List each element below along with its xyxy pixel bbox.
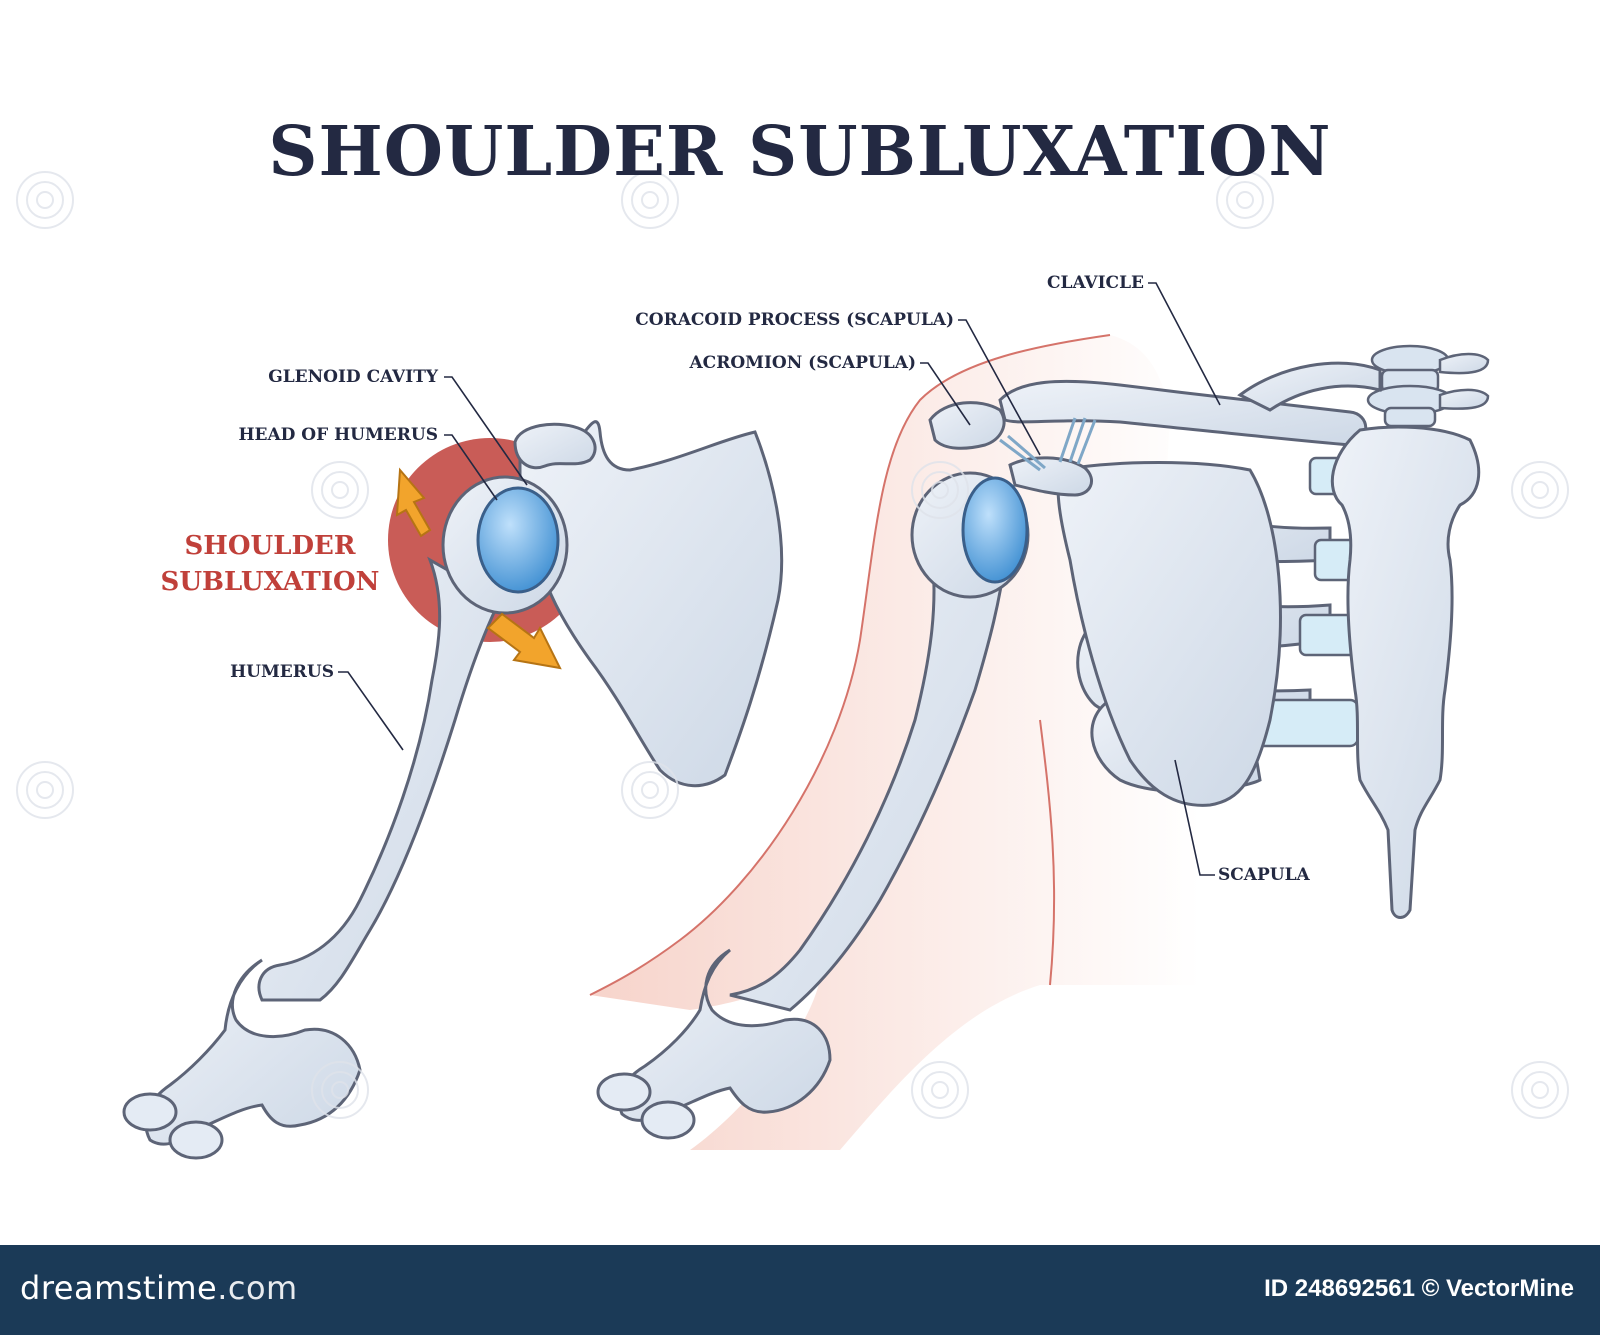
dreamstime-swirl-icon xyxy=(1511,1061,1569,1119)
dreamstime-swirl-icon xyxy=(16,761,74,819)
right-clavicle xyxy=(998,379,1368,447)
body-outline xyxy=(589,334,1111,996)
right-ulna-end xyxy=(640,1100,696,1140)
label-acromion: ACROMION (SCAPULA) xyxy=(689,353,916,373)
label-coracoid-process: CORACOID PROCESS (SCAPULA) xyxy=(635,310,954,330)
label-scapula: SCAPULA xyxy=(1218,865,1310,885)
transverse-process-upper xyxy=(1438,352,1490,375)
arrow-down-right-icon xyxy=(486,612,562,670)
dreamstime-swirl-icon xyxy=(311,461,369,519)
dreamstime-swirl-icon xyxy=(621,761,679,819)
leader-lines xyxy=(338,282,1221,876)
armpit-outline xyxy=(1039,719,1056,986)
label-head-of-humerus: HEAD OF HUMERUS xyxy=(238,425,438,445)
dreamstime-swirl-icon xyxy=(311,1061,369,1119)
dreamstime-swirl-icon xyxy=(1511,461,1569,519)
watermarks xyxy=(16,171,1569,1119)
left-elbow xyxy=(144,958,362,1146)
dreamstime-swirl-icon xyxy=(911,1061,969,1119)
right-humerus-head-cartilage xyxy=(961,476,1029,584)
left-ulna-end xyxy=(168,1120,224,1160)
body-silhouette xyxy=(590,335,1200,1150)
anatomy-drawing xyxy=(16,171,1569,1160)
image-credit: ID 248692561 © VectorMine xyxy=(1264,1275,1574,1303)
label-glenoid-cavity: GLENOID CAVITY xyxy=(268,367,438,387)
dreamstime-swirl-icon xyxy=(1216,171,1274,229)
right-acromion xyxy=(928,401,1006,450)
right-elbow xyxy=(617,948,832,1122)
ligaments xyxy=(999,417,1097,472)
left-scapula xyxy=(518,420,784,788)
brand-logo[interactable]: dreamstime.com xyxy=(20,1269,298,1307)
first-rib xyxy=(1237,361,1382,412)
arrow-up-left-icon xyxy=(395,467,432,538)
dreamstime-swirl-icon xyxy=(16,171,74,229)
right-scapula xyxy=(1056,461,1282,807)
left-acromion xyxy=(513,422,597,470)
label-clavicle: CLAVICLE xyxy=(1046,273,1144,293)
image-author[interactable]: © VectorMine xyxy=(1421,1275,1574,1302)
left-radius-end xyxy=(122,1092,178,1132)
right-humerus xyxy=(729,537,1007,1012)
dreamstime-swirl-icon xyxy=(621,171,679,229)
transverse-process-lower xyxy=(1438,388,1490,410)
brand-tld: .com xyxy=(217,1269,298,1307)
right-radius-end xyxy=(596,1072,652,1112)
image-id: ID 248692561 xyxy=(1264,1275,1415,1302)
label-shoulder-subluxation: SHOULDER SUBLUXATION xyxy=(110,528,430,600)
brand-name: dreamstime xyxy=(20,1269,218,1307)
subluxation-line-1: SHOULDER xyxy=(184,531,356,561)
illustration: SHOULDER SUBLUXATION GLENOID CAVITY HEAD… xyxy=(16,112,1569,1160)
right-coracoid xyxy=(1008,456,1093,497)
subluxation-line-2: SUBLUXATION xyxy=(160,567,380,597)
sternum xyxy=(1330,425,1481,919)
label-humerus: HUMERUS xyxy=(230,662,334,682)
dreamstime-swirl-icon xyxy=(911,461,969,519)
diagram-title: SHOULDER SUBLUXATION xyxy=(268,112,1332,192)
footer-bar: dreamstime.com ID 248692561 © VectorMine xyxy=(0,1245,1600,1335)
vertebrae xyxy=(1366,344,1454,428)
left-humerus-head-cartilage xyxy=(476,486,560,594)
left-humerus xyxy=(257,556,502,1002)
